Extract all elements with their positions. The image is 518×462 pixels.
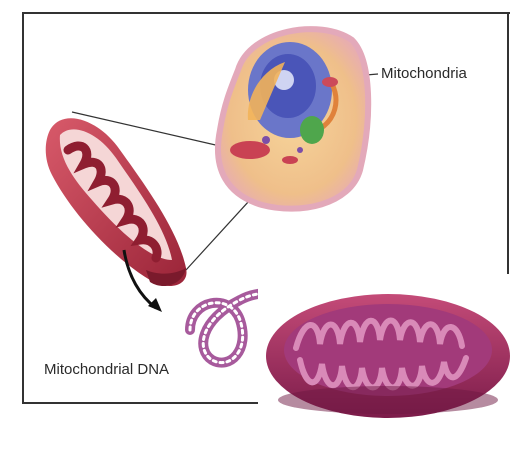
- animal-cell-illustration: [218, 29, 368, 209]
- mitochondrion-3d-illustration: [258, 282, 518, 462]
- mitochondrion-cutaway-illustration: [46, 118, 187, 286]
- mitochondrial-dna-label: Mitochondrial DNA: [44, 361, 169, 378]
- mitochondria-label: Mitochondria: [381, 65, 467, 82]
